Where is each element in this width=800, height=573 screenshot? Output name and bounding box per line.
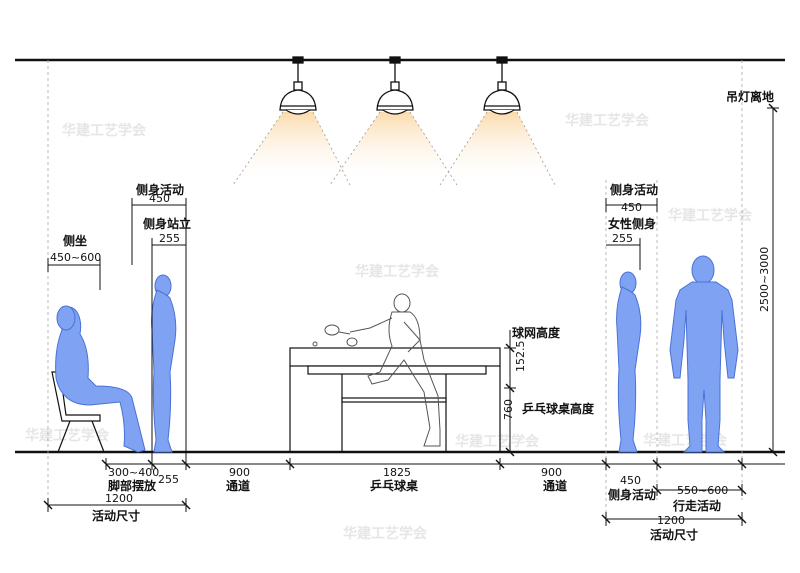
light-beam-2 [330,112,457,185]
label-activity-size-right-width: 1200 [657,514,685,527]
label-side-sit: 侧坐 [63,233,87,248]
label-activity-size-left-width: 1200 [105,492,133,505]
label-side-activity-right: 侧身活动 [610,182,658,197]
label-side-activity-left: 侧身活动 [136,182,184,197]
seated-figure [51,305,146,453]
label-walk: 行走活动 [672,498,721,513]
label-stand-width-bottom: 255 [158,473,179,486]
pendant-lamp-1 [279,56,317,115]
label-activity-size-left: 活动尺寸 [92,508,140,523]
standing-female-right [616,271,642,453]
watermark-4: 华建工艺学会 [355,263,440,280]
pendant-lamp-3 [483,56,521,115]
label-side-stand: 侧身站立 [143,216,191,231]
light-beam-1 [233,112,350,185]
label-table-width: 1825 [383,466,411,479]
label-net-height: 球网高度 [512,325,561,340]
label-side-activity-right-bottom-width: 450 [620,474,641,487]
ping-pong-table [289,347,501,452]
label-side-activity-left-width: 450 [149,192,170,205]
label-feet: 脚部摆放 [108,478,157,493]
label-feet-width: 300~400 [108,466,159,479]
label-walk-width: 550~600 [677,484,728,497]
player-outline [312,293,441,447]
label-table-height: 乒乓球桌高度 [522,401,595,416]
standing-male-right [669,255,739,453]
watermark-6: 华建工艺学会 [455,433,540,450]
dimension-ticks [43,103,778,524]
label-side-activity-right-bottom: 侧身活动 [608,487,656,502]
watermark-2: 华建工艺学会 [565,112,650,129]
label-passage-left-width: 900 [229,466,250,479]
label-passage-right: 通道 [543,478,567,493]
pendant-lamp-2 [376,56,414,115]
label-table-height-value: 760 [502,399,515,420]
label-female-side: 女性侧身 [608,216,656,231]
label-passage-left: 通道 [226,478,250,493]
label-lamp-height: 吊灯离地 [726,89,774,104]
label-side-stand-width: 255 [159,232,180,245]
watermark-5: 华建工艺学会 [25,427,110,444]
standing-female-left [151,274,177,453]
watermark-8: 华建工艺学会 [343,525,428,542]
label-table: 乒乓球桌 [370,478,419,493]
labels: 侧坐 450~600 侧身活动 450 侧身站立 255 300~400 脚部摆… [50,89,774,542]
label-side-activity-right-width: 450 [621,201,642,214]
label-passage-right-width: 900 [541,466,562,479]
light-beam-3 [440,112,555,185]
label-lamp-height-value: 2500~3000 [758,247,771,312]
label-activity-size-right: 活动尺寸 [650,527,698,542]
watermarks: 华建工艺学会 华建工艺学会 华建工艺学会 华建工艺学会 华建工艺学会 华建工艺学… [25,112,753,542]
label-net-height-value: 152.5 [514,341,527,373]
label-side-sit-width: 450~600 [50,251,101,264]
watermark-1: 华建工艺学会 [62,122,147,139]
label-female-side-width: 255 [612,232,633,245]
light-beams [232,111,556,186]
watermark-3: 华建工艺学会 [668,207,753,224]
